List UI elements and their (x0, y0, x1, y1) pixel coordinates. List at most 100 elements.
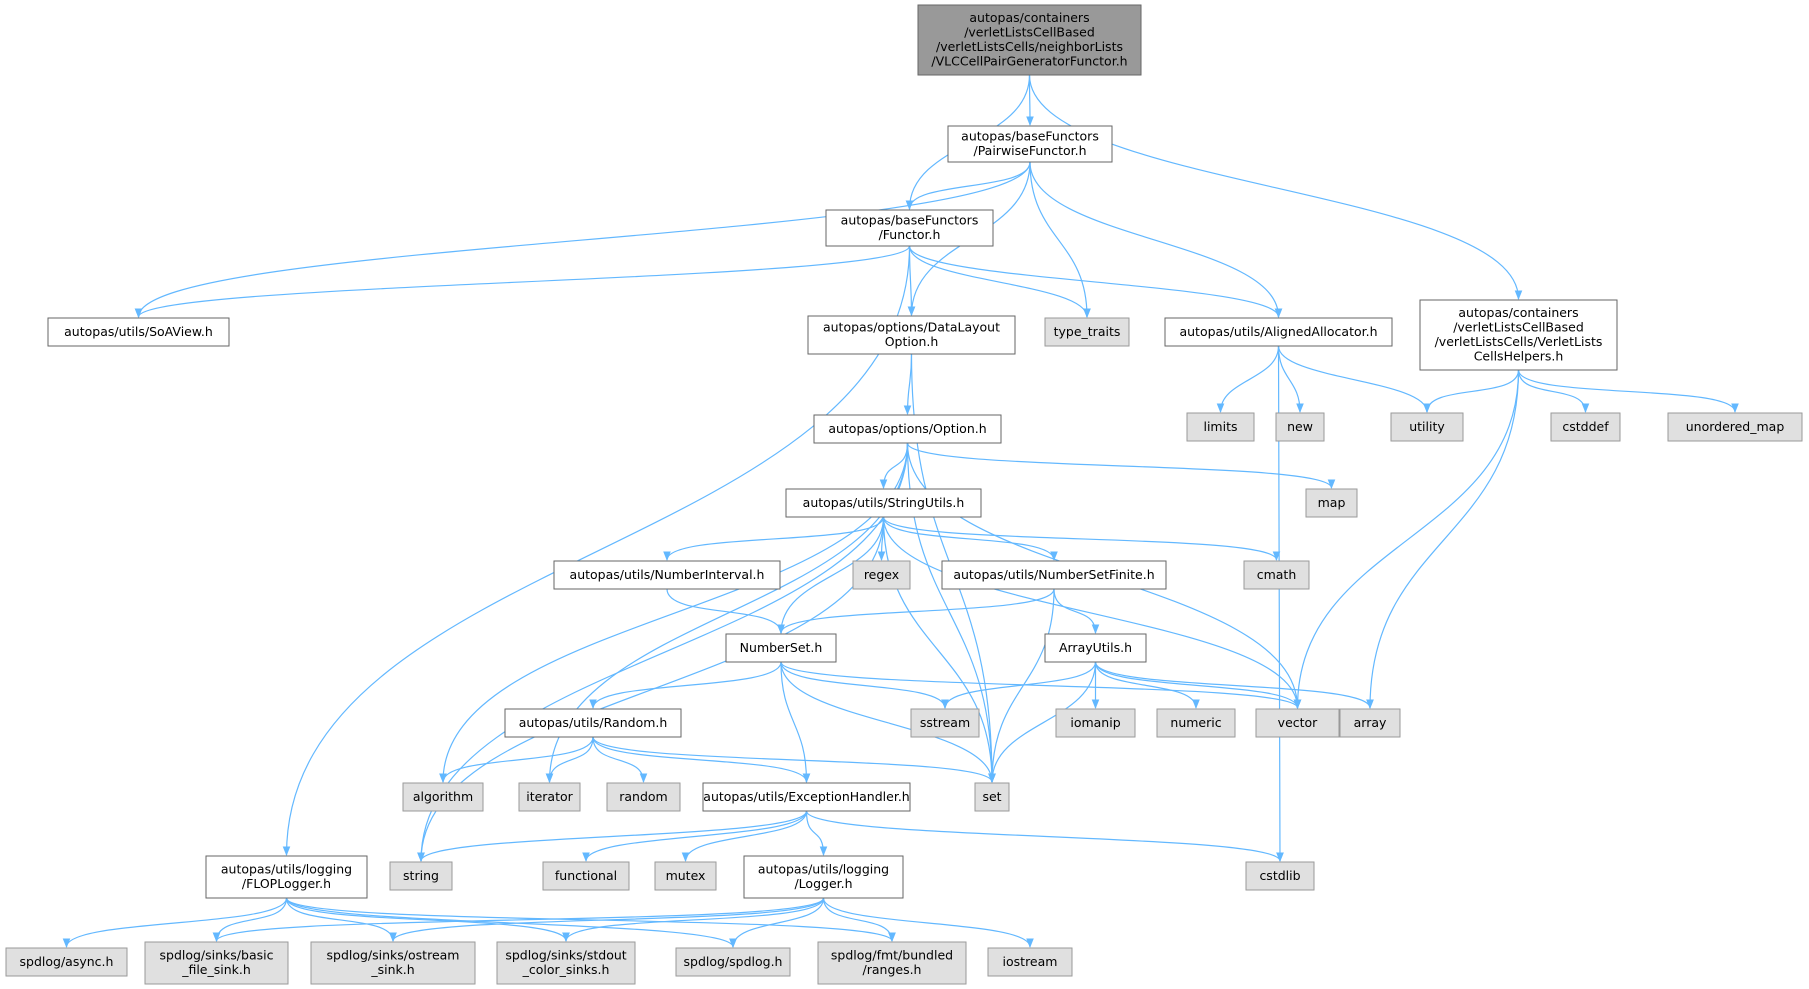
edge-arrayutils-to-set (988, 661, 1097, 783)
node-vector: vector (1255, 708, 1340, 738)
node-label-line: functional (555, 868, 617, 883)
node-root[interactable]: autopas/containers/verletListsCellBased/… (917, 4, 1142, 76)
edge-option-to-string (417, 442, 909, 862)
node-label-line: autopas/utils/SoAView.h (64, 324, 213, 339)
node-label-line: autopas/options/Option.h (828, 421, 986, 436)
node-box (1275, 412, 1325, 442)
node-utility: utility (1390, 412, 1464, 442)
edge-functor-to-soaview (134, 245, 911, 318)
node-stdoutsinks: spdlog/sinks/stdout_color_sinks.h (496, 941, 636, 985)
node-label-line: cmath (1257, 567, 1297, 582)
node-box (1339, 708, 1401, 738)
node-cstddef: cstddef (1550, 412, 1621, 442)
node-label-line: mutex (666, 868, 706, 883)
node-box (725, 633, 837, 663)
edge-functor-to-floplogger (282, 245, 911, 856)
node-stringutils[interactable]: autopas/utils/StringUtils.h (785, 488, 982, 518)
node-box (654, 861, 717, 891)
edge-numsetfinite-to-numberset (777, 588, 1055, 634)
edge-datalayout-to-option (903, 353, 913, 415)
node-label-line: random (619, 789, 667, 804)
node-label-line: Option.h (885, 334, 939, 349)
node-label-line: spdlog/spdlog.h (684, 954, 783, 969)
edge-functor-to-aligned (908, 245, 1283, 318)
node-numberset[interactable]: NumberSet.h (725, 633, 837, 663)
node-box (1245, 861, 1315, 891)
edge-option-to-stringutils (879, 442, 909, 489)
node-label-line: limits (1203, 419, 1237, 434)
node-label-line: type_traits (1054, 324, 1121, 339)
edge-numberset-to-sstream (780, 661, 949, 709)
node-label-line: autopas/utils/ExceptionHandler.h (703, 789, 909, 804)
edge-aligned-to-new (1277, 345, 1304, 413)
edge-vlchelpers-to-unordered-map (1517, 369, 1739, 413)
node-label-line: autopas/containers (1458, 305, 1578, 320)
edge-random-h-to-iterator (545, 736, 594, 783)
node-functor[interactable]: autopas/baseFunctors/Functor.h (825, 209, 994, 247)
node-box (1156, 708, 1236, 738)
edge-exception-to-cstdlib (805, 810, 1284, 862)
node-label-line: /PairwiseFunctor.h (973, 143, 1086, 158)
node-label-line: CellsHelpers.h (1474, 349, 1564, 364)
edge-floplogger-to-spdasync (62, 897, 288, 948)
node-sstream: sstream (910, 708, 980, 738)
node-label-line: autopas/baseFunctors (961, 129, 1099, 144)
edge-arrayutils-to-array (1094, 661, 1374, 709)
edge-numberset-to-exception (780, 661, 811, 783)
node-iomanip: iomanip (1055, 708, 1136, 738)
node-numsetfinite[interactable]: autopas/utils/NumberSetFinite.h (941, 560, 1167, 590)
edge-stringutils-to-cmath (882, 516, 1281, 561)
edge-logger-to-iostream (822, 897, 1034, 948)
node-vlchelpers[interactable]: autopas/containers/verletListsCellBased/… (1419, 299, 1618, 371)
node-label-line: spdlog/sinks/basic (160, 948, 274, 963)
edge-random-h-to-random (592, 736, 648, 783)
node-box (743, 855, 904, 899)
edge-pairwise-to-aligned (1029, 161, 1283, 318)
node-pairwise[interactable]: autopas/baseFunctors/PairwiseFunctor.h (947, 125, 1113, 163)
edge-numinterval-to-numberset (666, 588, 785, 634)
node-label-line: iostream (1003, 954, 1058, 969)
node-arrayutils[interactable]: ArrayUtils.h (1044, 633, 1147, 663)
node-limits: limits (1186, 412, 1255, 442)
edge-pairwise-to-functor (905, 161, 1031, 210)
node-label-line: /verletListsCells/neighborLists (936, 39, 1123, 54)
node-soaview[interactable]: autopas/utils/SoAView.h (47, 317, 230, 347)
edge-functor-to-typetraits (908, 245, 1091, 318)
node-box (1390, 412, 1464, 442)
node-option[interactable]: autopas/options/Option.h (813, 414, 1002, 444)
node-numinterval[interactable]: autopas/utils/NumberInterval.h (553, 560, 781, 590)
node-set: set (974, 782, 1010, 812)
node-label-line: _sink.h (370, 962, 414, 977)
node-label-line: spdlog/fmt/bundled (831, 948, 953, 963)
node-label-line: spdlog/async.h (20, 954, 114, 969)
edge-numberset-to-vector (780, 661, 1302, 709)
node-label-line: autopas/utils/NumberInterval.h (570, 567, 765, 582)
node-box (1305, 488, 1358, 518)
node-label-line: map (1318, 495, 1346, 510)
node-box (496, 941, 636, 985)
node-basicfile: spdlog/sinks/basic_file_sink.h (144, 941, 289, 985)
node-floplogger[interactable]: autopas/utils/logging/FLOPLogger.h (205, 855, 368, 899)
node-string: string (389, 861, 453, 891)
edge-aligned-to-limits (1216, 345, 1280, 413)
node-box (1550, 412, 1621, 442)
node-label-line: cstdlib (1259, 868, 1300, 883)
node-logger[interactable]: autopas/utils/logging/Logger.h (743, 855, 904, 899)
node-box (606, 782, 681, 812)
edge-random-h-to-algorithm (439, 736, 594, 783)
node-typetraits: type_traits (1044, 317, 1130, 347)
node-label-line: iterator (526, 789, 573, 804)
node-aligned[interactable]: autopas/utils/AlignedAllocator.h (1164, 317, 1393, 347)
node-label-line: autopas/utils/logging (221, 862, 352, 877)
node-box (852, 560, 911, 590)
node-label-line: regex (864, 567, 899, 582)
node-box (1164, 317, 1393, 347)
edge-floplogger-to-ranges (285, 897, 896, 942)
node-exception[interactable]: autopas/utils/ExceptionHandler.h (702, 782, 911, 812)
edge-option-to-map (906, 442, 1336, 489)
edge-logger-to-basicfile (212, 897, 825, 942)
node-box (402, 782, 484, 812)
node-random-h[interactable]: autopas/utils/Random.h (504, 708, 682, 738)
